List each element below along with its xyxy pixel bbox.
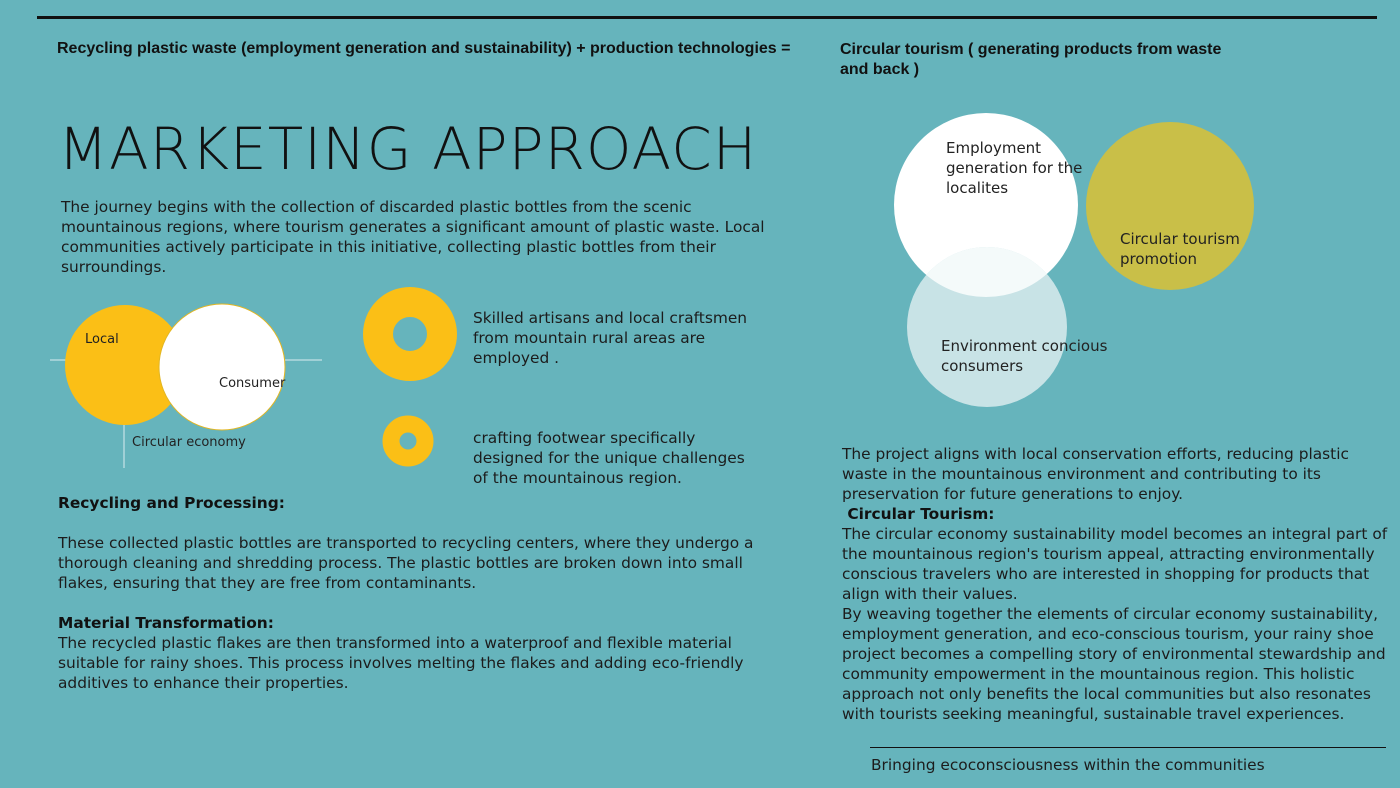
consumer-circle: [158, 303, 286, 431]
banner-right-line2: and back ): [840, 61, 920, 78]
footer-tagline: Bringing ecoconsciousness within the com…: [871, 756, 1265, 774]
local-label: Local: [85, 332, 119, 347]
weaving-paragraph: By weaving together the elements of circ…: [842, 605, 1386, 723]
consumers-label-line2: consumers: [941, 357, 1023, 375]
recycling-paragraph: These collected plastic bottles are tran…: [58, 534, 754, 592]
banner-equation-right: Circular tourism ( generating products f…: [840, 40, 1300, 80]
employment-consumers-overlap: [907, 247, 1067, 297]
circular-economy-label: Circular economy: [132, 435, 246, 450]
circular-tourism-venn: Employment generation for the localites …: [894, 113, 1254, 407]
circular-tourism-heading: Circular Tourism:: [842, 505, 995, 523]
ring-text-artisans: Skilled artisans and local craftsmen fro…: [473, 309, 748, 367]
employment-label-line1: Employment: [946, 139, 1041, 157]
employment-circle: [894, 113, 1078, 297]
material-heading: Material Transformation:: [58, 614, 274, 632]
circular-economy-venn: Local Consumer Circular economy: [50, 303, 322, 468]
recycling-heading: Recycling and Processing:: [58, 494, 285, 512]
footer-rule: [870, 747, 1386, 748]
tourism-label-line1: Circular tourism: [1120, 230, 1240, 248]
tourism-circle: [1086, 122, 1254, 290]
local-circle: [65, 305, 185, 425]
banner-equation-left: Recycling plastic waste (employment gene…: [57, 40, 791, 57]
employment-label-line2: generation for the: [946, 159, 1082, 177]
circular-tourism-paragraph: The circular economy sustainability mode…: [842, 525, 1388, 603]
small-ring-icon: [382, 415, 434, 467]
employment-label-line3: localites: [946, 179, 1008, 197]
banner-right-line1: Circular tourism ( generating products f…: [840, 41, 1222, 58]
intro-paragraph: The journey begins with the collection o…: [61, 198, 765, 276]
tourism-label-line2: promotion: [1120, 250, 1197, 268]
large-ring-icon: [363, 287, 457, 381]
consumers-label-line1: Environment concious: [941, 337, 1108, 355]
page-title: MARKETING APPROACH: [58, 115, 758, 183]
material-paragraph: The recycled plastic flakes are then tra…: [58, 634, 744, 692]
conservation-paragraph: The project aligns with local conservati…: [842, 445, 1349, 503]
ring-text-footwear: crafting footwear specifically designed …: [473, 429, 745, 487]
consumer-label: Consumer: [219, 376, 286, 391]
top-rule: [37, 16, 1377, 19]
